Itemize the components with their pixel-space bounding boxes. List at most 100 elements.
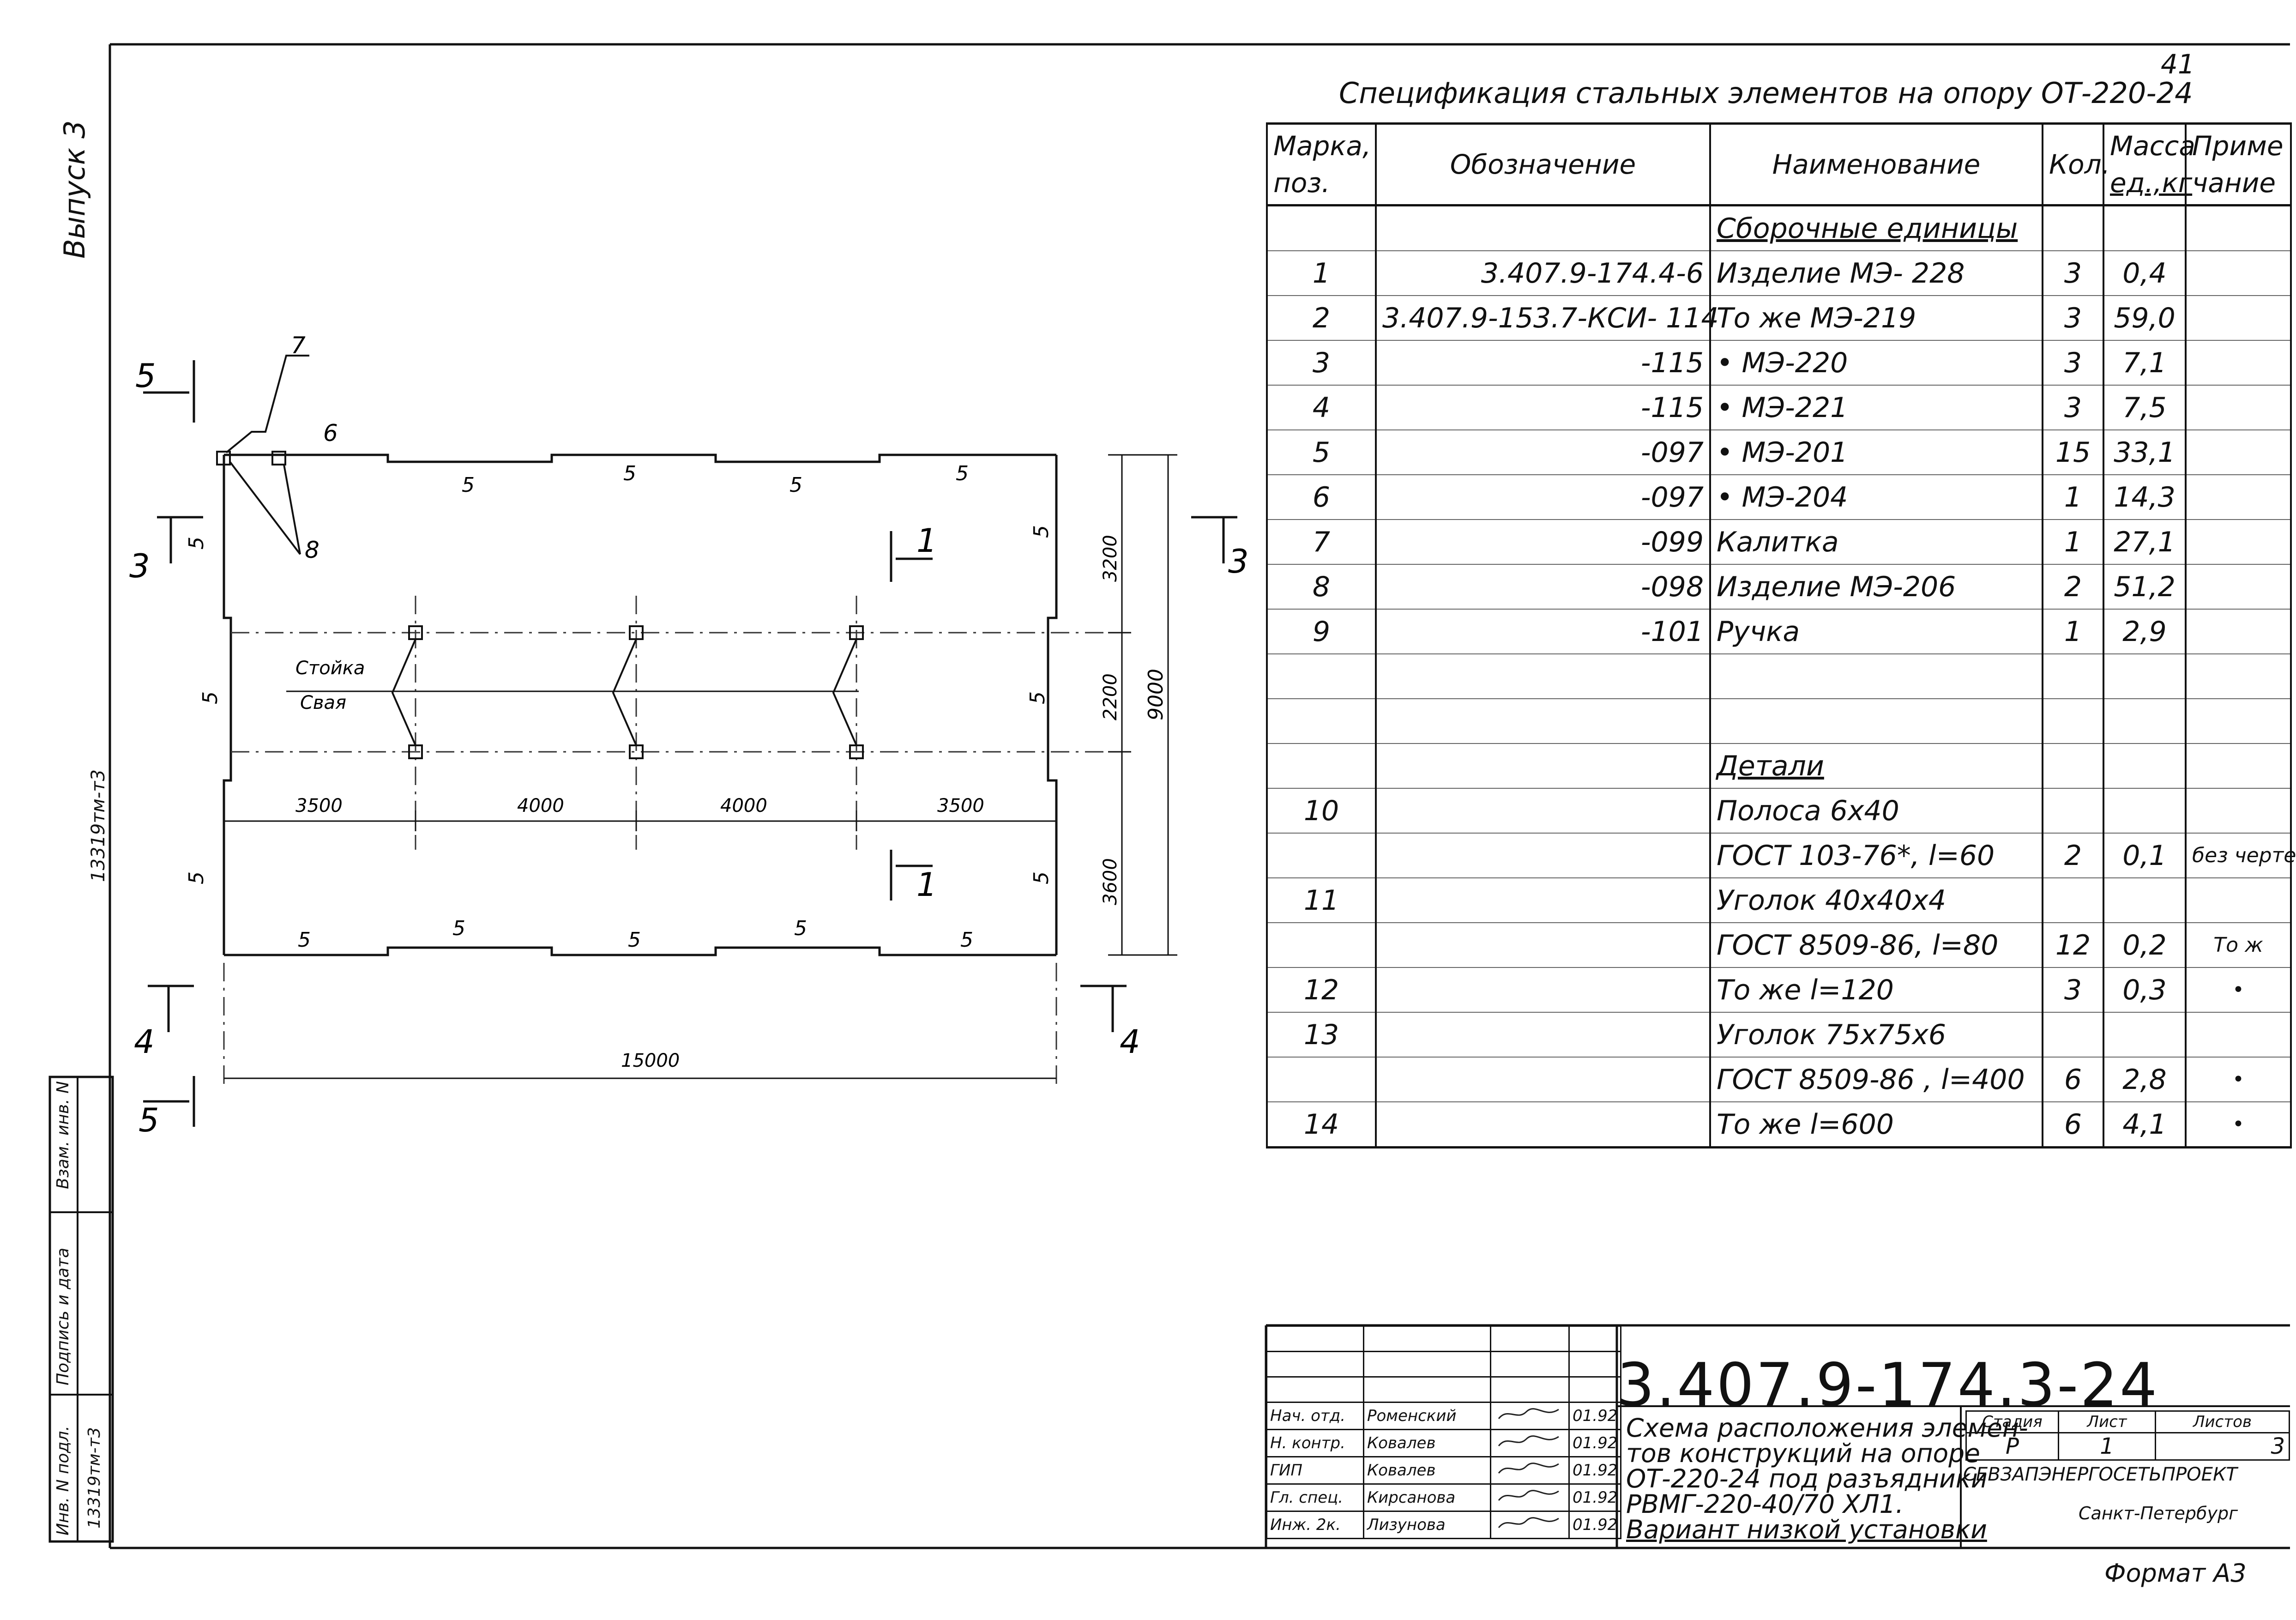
spec-cell-mass (2103, 788, 2187, 834)
spec-cell-qty: 2 (2042, 833, 2104, 878)
spec-cell-note (2185, 474, 2292, 520)
dim-bottom-1: 3500 (295, 795, 343, 816)
signature-cell (1363, 1351, 1491, 1378)
spec-cell-name: То же l=120 (1709, 967, 2043, 1013)
spec-cell-code: -097 (1375, 474, 1711, 520)
spec-cell-mark: 4 (1266, 385, 1377, 430)
spec-cell-note (2185, 205, 2292, 251)
signature-role: ГИП (1266, 1456, 1364, 1485)
header-kol: Кол. (2042, 122, 2110, 206)
section-mark-1-top: 1 (916, 522, 937, 560)
spec-cell-note (2185, 429, 2292, 475)
spec-cell-mark (1266, 743, 1377, 789)
fence-outline (223, 453, 1058, 956)
spec-cell-qty (2042, 205, 2104, 251)
spec-row (1266, 698, 2292, 744)
part-label-left-1: 5 (185, 537, 208, 550)
spec-cell-qty: 1 (2042, 474, 2104, 520)
spec-cell-note: • (2185, 1057, 2292, 1102)
spec-cell-mark: 5 (1266, 429, 1377, 475)
part-label-left-2: 5 (199, 691, 222, 704)
format-label: Формат А3 (2104, 1559, 2247, 1588)
document-code: 3.407.9-174.3-24 (1617, 1351, 2159, 1420)
spec-cell-mass: 14,3 (2103, 474, 2187, 520)
spec-cell-code: -099 (1375, 519, 1711, 565)
spec-row: Сборочные единицы (1266, 205, 2292, 251)
signature-mark (1490, 1402, 1570, 1430)
axis-lines (223, 596, 1117, 1085)
spec-cell-mark (1266, 922, 1377, 968)
part-label-top-4: 5 (956, 462, 969, 485)
dim-bottom-2: 4000 (517, 795, 564, 816)
organization-name: СЕВЗАПЭНЕРГОСЕТЬПРОЕКТ (1963, 1464, 2237, 1485)
spec-cell-note (2185, 564, 2292, 610)
part-label-bottom-2: 5 (452, 917, 465, 940)
spec-cell-name: ГОСТ 8509-86 , l=400 (1709, 1057, 2043, 1102)
section-mark-4-right: 4 (1120, 1023, 1140, 1061)
signature-date: 01.92 (1568, 1456, 1622, 1485)
spec-cell-mass (2103, 743, 2187, 789)
spec-cell-mass (2103, 877, 2187, 923)
spec-cell-code (1375, 788, 1711, 834)
part-label-left-3: 5 (185, 871, 208, 884)
spec-cell-name: Изделие МЭ- 228 (1709, 250, 2043, 296)
section-cuts (143, 360, 1237, 1127)
dim-bottom-3: 4000 (720, 795, 767, 816)
spec-cell-mark: 8 (1266, 564, 1377, 610)
spec-cell-mass: 27,1 (2103, 519, 2187, 565)
spec-cell-code (1375, 967, 1711, 1013)
callout-6: 6 (323, 420, 338, 447)
spec-cell-code: -101 (1375, 609, 1711, 654)
spec-cell-note (2185, 698, 2292, 744)
spec-cell-mass: 4,1 (2103, 1101, 2187, 1149)
spec-cell-code: -098 (1375, 564, 1711, 610)
spec-cell-mass: 0,3 (2103, 967, 2187, 1013)
spec-cell-code (1375, 877, 1711, 923)
spec-cell-mark: 6 (1266, 474, 1377, 520)
label-svaya: Свая (300, 692, 346, 713)
spec-cell-mark: 2 (1266, 295, 1377, 341)
spec-cell-note (2185, 295, 2292, 341)
spec-cell-name: То же l=600 (1709, 1101, 2043, 1149)
section-mark-3-left: 3 (129, 547, 150, 585)
signature-blank-row (1266, 1351, 1622, 1378)
spec-cell-name: • МЭ-204 (1709, 474, 2043, 520)
signature-role: Нач. отд. (1266, 1402, 1364, 1430)
spec-cell-code (1375, 1101, 1711, 1149)
spec-cell-mark (1266, 653, 1377, 699)
stage-table: Стадия Лист Листов Р 1 3 (1965, 1410, 2290, 1461)
signature-cell (1363, 1376, 1491, 1403)
spec-cell-name: • МЭ-220 (1709, 340, 2043, 386)
spec-cell-mark: 1 (1266, 250, 1377, 296)
callout-7: 7 (291, 332, 306, 359)
sheet-header: Лист (2058, 1410, 2156, 1433)
spec-row (1266, 653, 2292, 699)
spec-cell-name: Полоса 6х40 (1709, 788, 2043, 834)
spec-cell-qty: 1 (2042, 609, 2104, 654)
sheets-header: Листов (2155, 1410, 2290, 1433)
spec-cell-mass (2103, 698, 2187, 744)
spec-cell-mass: 0,1 (2103, 833, 2187, 878)
signature-cell (1490, 1351, 1570, 1378)
spec-cell-note (2185, 250, 2292, 296)
spec-cell-name (1709, 698, 2043, 744)
spec-cell-mark: 3 (1266, 340, 1377, 386)
signature-name: Кирсанова (1363, 1483, 1491, 1512)
spec-cell-code: -115 (1375, 340, 1711, 386)
spec-cell-name: Сборочные единицы (1709, 205, 2043, 251)
signature-cell (1266, 1351, 1364, 1378)
spec-cell-note (2185, 385, 2292, 430)
spec-cell-qty: 1 (2042, 519, 2104, 565)
part-label-bottom-5: 5 (960, 928, 973, 952)
section-mark-5-bottom: 5 (139, 1101, 159, 1139)
label-stoyka: Стойка (295, 658, 365, 679)
signature-mark (1490, 1429, 1570, 1457)
